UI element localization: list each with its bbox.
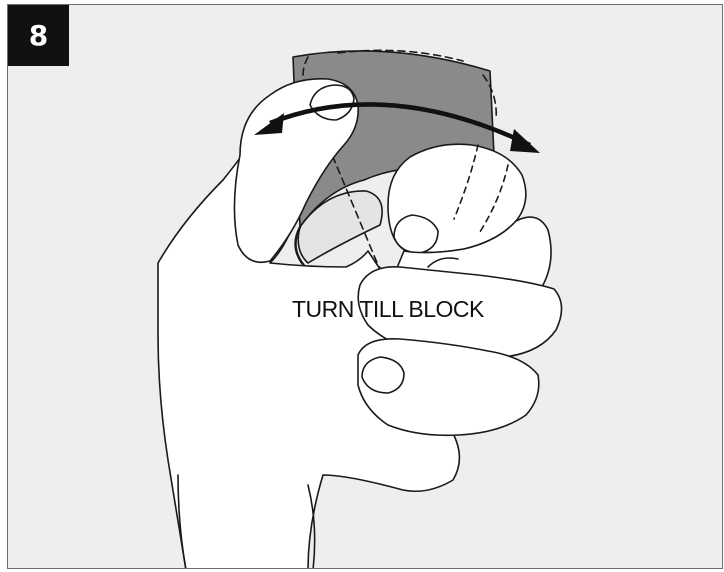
little-fingernail <box>362 357 404 393</box>
step-number-badge: 8 <box>8 5 69 66</box>
illustration-frame: 8 <box>7 4 723 569</box>
hand-turning-knob-illustration <box>8 5 723 569</box>
instruction-caption: TURN TILL BLOCK <box>292 296 484 323</box>
